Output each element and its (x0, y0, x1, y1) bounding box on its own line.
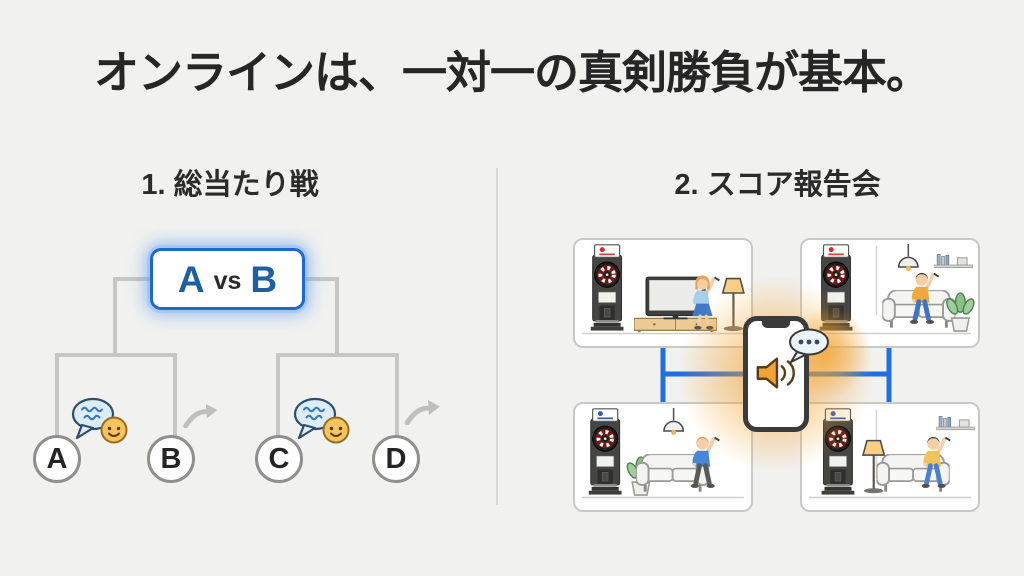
phone-notch (762, 320, 790, 328)
page-title: オンラインは、一対一の真剣勝負が基本。 (93, 47, 931, 98)
pendant-lamp-icon (897, 243, 919, 272)
player-circle-c: C (255, 435, 303, 483)
darts-machine-icon (588, 243, 626, 333)
player-circle-a: A (33, 435, 81, 483)
wall-shelf-icon (936, 416, 975, 431)
match-player-right: B (250, 258, 278, 300)
match-box: A vs B (150, 248, 305, 310)
section-heading-score-report: 2. スコア報告会 (674, 169, 881, 201)
wall-shelf-icon (934, 253, 973, 269)
match-vs-label: vs (213, 266, 242, 295)
chat-bubble-with-smiley-icon (70, 397, 128, 445)
pass-arrow-icon (404, 397, 442, 425)
pendant-lamp-icon (663, 407, 685, 436)
section-heading-round-robin: 1. 総当たり戦 (141, 169, 319, 201)
bracket-lines (55, 277, 399, 437)
player-circle-d: D (372, 435, 420, 483)
darts-machine-icon (586, 407, 624, 497)
player-circle-b: B (147, 435, 195, 483)
chat-bubble-with-smiley-icon (292, 397, 350, 445)
match-player-left: A (177, 258, 205, 300)
pass-arrow-icon (183, 401, 219, 428)
typing-dots-bubble-icon (789, 328, 829, 363)
